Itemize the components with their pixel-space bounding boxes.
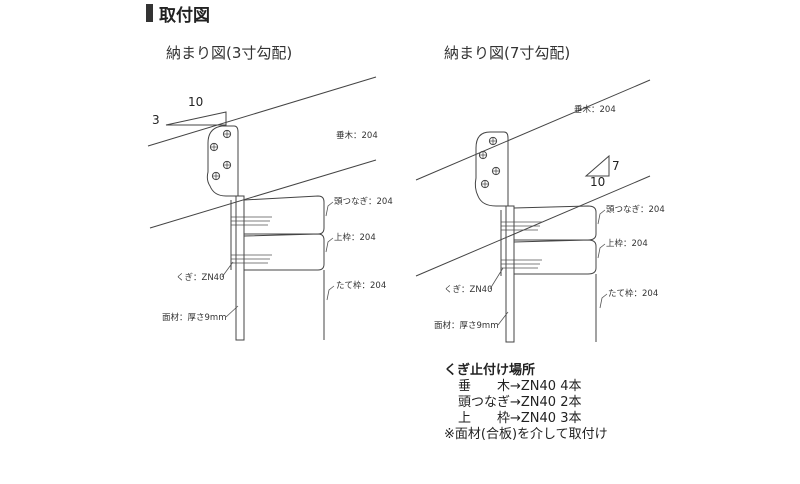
right-nails: [501, 221, 542, 269]
heading-marker: [146, 4, 153, 22]
left-face-board: [235, 195, 245, 341]
right-face-label: 面材：厚さ9mm: [434, 320, 498, 331]
right-nail-label: くぎ：ZN40: [444, 284, 493, 295]
notes-title: くぎ止付け場所: [444, 363, 536, 378]
left-slope-run: 10: [188, 95, 203, 109]
right-rafter-label: 垂木：204: [574, 104, 616, 115]
left-diagram: 10 3: [147, 76, 393, 341]
bolt-icon: [222, 160, 232, 170]
left-rafter-bottom-edge: [149, 159, 377, 229]
left-bracket: [206, 125, 239, 197]
left-top-frame-label: 上枠：204: [334, 232, 376, 243]
notes-row-head-tie: 頭つなぎ→ZN40 2本: [458, 395, 582, 410]
notes-row-top-frame: 上 枠→ZN40 3本: [458, 411, 582, 426]
right-rafter-top-edge: [415, 79, 651, 181]
left-head-tie-label: 頭つなぎ：204: [334, 196, 393, 207]
bolt-icon: [209, 142, 219, 152]
right-slope-triangle: [584, 154, 610, 177]
bolt-icon: [222, 129, 232, 139]
right-top-frame-label: 上枠：204: [606, 238, 648, 249]
right-bracket-bolts: [478, 136, 501, 189]
right-slope-rise: 7: [612, 159, 620, 173]
right-top-frame: [513, 239, 597, 275]
notes-footnote: ※面材(合板)を介して取付け: [444, 427, 608, 442]
bolt-icon: [491, 166, 501, 176]
bolt-icon: [478, 150, 488, 160]
right-head-tie: [513, 205, 597, 241]
left-nails: [231, 216, 272, 264]
right-head-tie-label: 頭つなぎ：204: [606, 204, 665, 215]
left-stud-label: たて枠：204: [336, 280, 386, 291]
left-rafter-label: 垂木：204: [336, 130, 378, 141]
left-nail-label: くぎ：ZN40: [176, 272, 225, 283]
left-slope-triangle: [165, 111, 227, 126]
right-diagram: 7 10 垂木：204: [415, 79, 665, 343]
notes-row-rafter: 垂 木→ZN40 4本: [458, 379, 582, 394]
right-stud-label: たて枠：204: [608, 288, 658, 299]
bolt-icon: [480, 179, 490, 189]
left-slope-rise: 3: [152, 113, 160, 127]
right-slope-run: 10: [590, 175, 605, 189]
left-rafter-top-edge: [147, 76, 377, 147]
left-top-frame: [243, 233, 325, 271]
bolt-icon: [211, 171, 221, 181]
left-bracket-bolts: [209, 129, 232, 181]
page-title: 取付図: [159, 5, 210, 26]
left-face-label: 面材：厚さ9mm: [162, 312, 226, 323]
left-diagram-title: 納まり図(3寸勾配): [166, 44, 293, 62]
left-head-tie: [243, 195, 325, 235]
nailing-notes: くぎ止付け場所 垂 木→ZN40 4本 頭つなぎ→ZN40 2本 上 枠→ZN4…: [444, 363, 608, 443]
bolt-icon: [488, 136, 498, 146]
right-diagram-title: 納まり図(7寸勾配): [444, 44, 571, 62]
section-heading: 取付図: [146, 2, 210, 26]
